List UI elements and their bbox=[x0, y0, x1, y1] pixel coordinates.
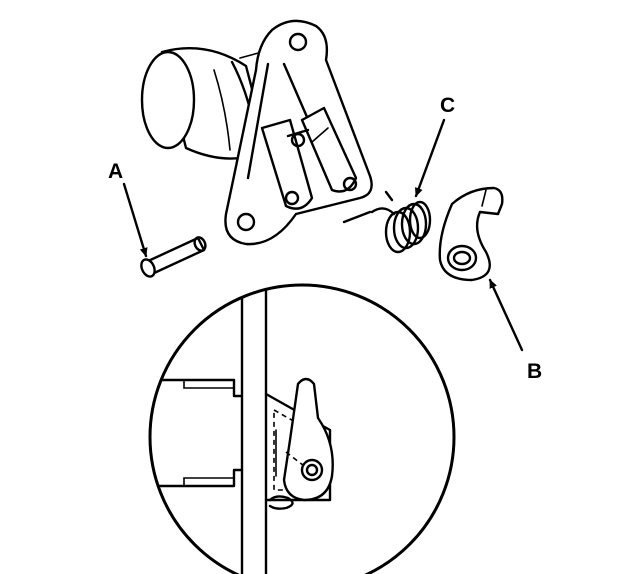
callout-label-c: C bbox=[440, 94, 455, 117]
bracket-hole-top bbox=[288, 32, 308, 52]
actuator-assembly bbox=[140, 19, 373, 246]
bracket-hole-bottom bbox=[236, 212, 256, 232]
leader-arrow-a bbox=[122, 182, 148, 258]
leader-arrow-c bbox=[414, 118, 446, 198]
motor-body bbox=[140, 47, 277, 160]
callout-label-a: A bbox=[108, 160, 123, 183]
mounting-bracket bbox=[224, 19, 373, 246]
cam-part bbox=[438, 186, 504, 282]
pin-part bbox=[140, 236, 207, 278]
leader-arrow-b bbox=[488, 278, 524, 352]
spring-part bbox=[342, 190, 432, 254]
detail-inset bbox=[148, 283, 456, 574]
callout-label-b: B bbox=[527, 360, 542, 383]
